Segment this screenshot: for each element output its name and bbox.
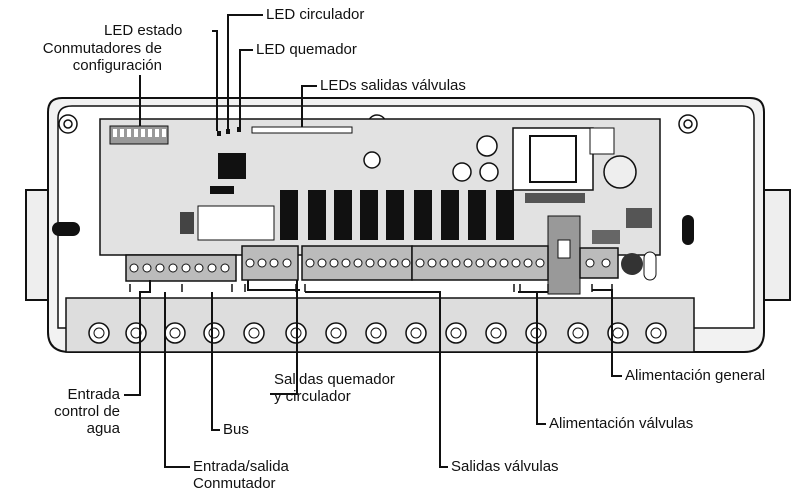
valve-led-strip bbox=[252, 127, 352, 133]
label-conmutadores-line1: Conmutadores de bbox=[0, 40, 162, 57]
fuse bbox=[558, 240, 570, 258]
label-entrada-control: Entrada control de agua bbox=[20, 386, 120, 437]
label-salidas-quemador: Salidas quemador y circulador bbox=[274, 371, 395, 405]
relays bbox=[280, 190, 514, 240]
label-conmutadores-line2: configuración bbox=[0, 57, 162, 74]
small-component bbox=[180, 212, 194, 234]
label-bus: Bus bbox=[223, 421, 249, 438]
right-slot bbox=[682, 215, 694, 245]
white-label bbox=[198, 206, 274, 240]
transformer-base bbox=[525, 193, 585, 203]
varistor bbox=[621, 253, 643, 275]
label-entrada-salida-line1: Entrada/salida bbox=[193, 458, 289, 475]
power-block bbox=[626, 208, 652, 228]
microcontroller-chip bbox=[218, 153, 246, 179]
power-relay bbox=[592, 230, 620, 244]
label-entrada-control-line2: control de bbox=[20, 403, 120, 420]
label-led-quemador: LED quemador bbox=[256, 41, 357, 58]
label-salidas-valvulas: Salidas válvulas bbox=[451, 458, 559, 475]
label-entrada-salida: Entrada/salida Conmutador bbox=[193, 458, 289, 492]
chip-right bbox=[590, 128, 614, 154]
label-salidas-quemador-line1: Salidas quemador bbox=[274, 371, 395, 388]
label-conmutadores: Conmutadores de configuración bbox=[0, 40, 162, 74]
label-alimentacion-general: Alimentación general bbox=[625, 367, 765, 384]
label-salidas-quemador-line2: y circulador bbox=[274, 388, 395, 405]
transformer bbox=[513, 128, 593, 190]
label-leds-salidas: LEDs salidas válvulas bbox=[320, 77, 466, 94]
label-entrada-control-line3: agua bbox=[20, 420, 120, 437]
label-entrada-salida-line2: Conmutador bbox=[193, 475, 289, 492]
label-led-circulador: LED circulador bbox=[266, 6, 364, 23]
label-alimentacion-valvulas: Alimentación válvulas bbox=[549, 415, 693, 432]
label-led-estado: LED estado bbox=[104, 22, 182, 39]
cable-glands bbox=[89, 323, 666, 343]
side-component bbox=[644, 252, 656, 280]
small-chip bbox=[210, 186, 234, 194]
dip-switch-block bbox=[110, 126, 168, 144]
left-slot bbox=[52, 222, 80, 236]
label-entrada-control-line1: Entrada bbox=[20, 386, 120, 403]
